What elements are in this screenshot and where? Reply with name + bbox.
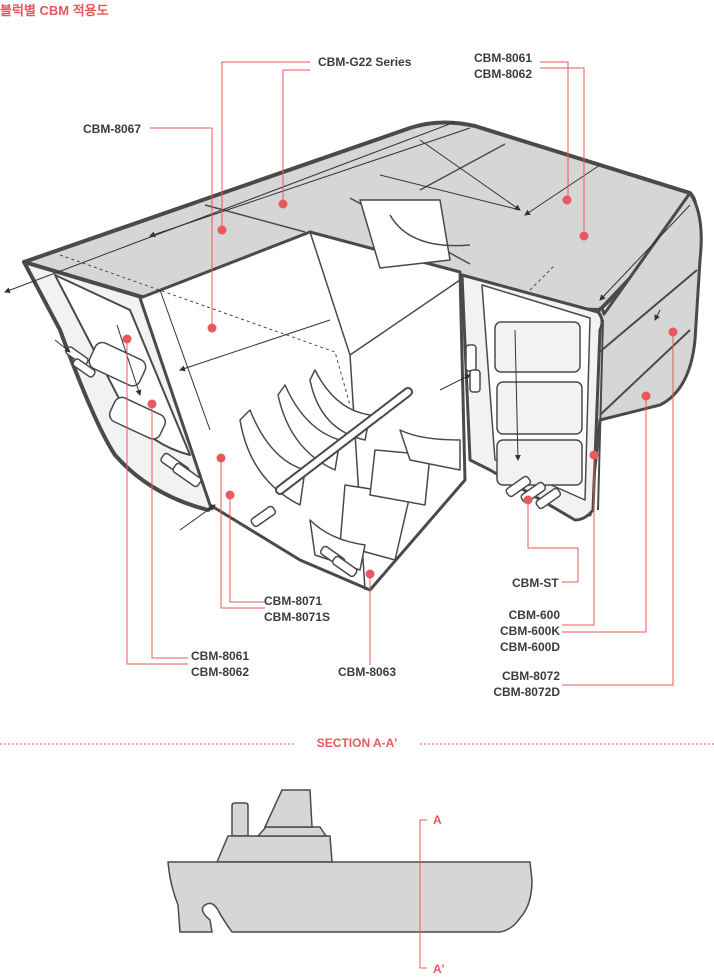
ship-silhouette: [167, 789, 533, 933]
cbm-point: [225, 490, 235, 500]
label-cbm-600d: CBM-600D: [499, 640, 560, 654]
label-cbm-g22: CBM-G22 Series: [318, 55, 412, 69]
label-cbm-8072: CBM-8072: [501, 669, 560, 683]
cbm-point: [147, 399, 157, 409]
cbm-point: [207, 323, 217, 333]
cbm-points: [122, 195, 678, 579]
cargo-hold: [138, 230, 467, 592]
cbm-point: [523, 495, 533, 505]
cbm-point: [579, 231, 589, 241]
cbm-point: [641, 391, 651, 401]
hull-side-right: [588, 191, 703, 517]
label-cbm-8061-top: CBM-8061: [474, 51, 533, 65]
section-mark-a: A: [433, 813, 442, 827]
label-cbm-8067: CBM-8067: [83, 122, 142, 136]
cbm-point: [122, 334, 132, 344]
cbm-point: [668, 327, 678, 337]
cbm-point: [589, 450, 599, 460]
label-cbm-600: CBM-600: [508, 608, 560, 622]
cable-routes: [4, 121, 691, 531]
cbm-point: [365, 569, 375, 579]
page-title: 블럭별 CBM 적용도: [0, 3, 109, 18]
label-cbm-st: CBM-ST: [512, 576, 559, 590]
label-cbm-8072d: CBM-8072D: [493, 685, 560, 699]
label-cbm-8063: CBM-8063: [338, 665, 397, 679]
label-cbm-8071: CBM-8071: [264, 594, 323, 608]
label-cbm-600k: CBM-600K: [499, 624, 560, 638]
section-header: SECTION A-A': [0, 736, 714, 752]
label-cbm-8071s: CBM-8071S: [264, 610, 331, 624]
section-title: SECTION A-A': [300, 736, 414, 750]
hull-block: [22, 120, 703, 592]
cbm-point: [278, 199, 288, 209]
label-cbm-8062-bottom: CBM-8062: [191, 665, 250, 679]
section-cut-line: [419, 819, 427, 969]
label-cbm-8061-bottom: CBM-8061: [191, 649, 250, 663]
leader-lines: [126, 61, 674, 686]
section-mark-a-prime: A': [433, 962, 445, 976]
label-cbm-8062-top: CBM-8062: [474, 67, 533, 81]
cbm-point: [216, 453, 226, 463]
cbm-point: [217, 225, 227, 235]
cbm-point: [562, 195, 572, 205]
